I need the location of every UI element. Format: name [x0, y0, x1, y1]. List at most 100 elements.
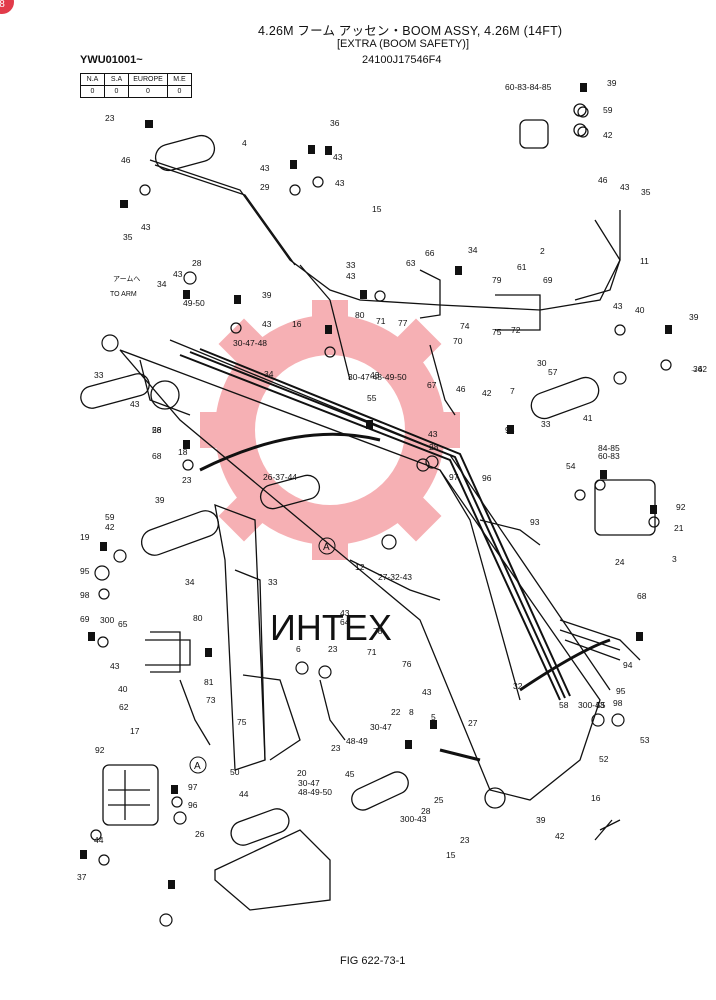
- part-callout-label: 24: [615, 557, 625, 567]
- part-callout-label: 46: [456, 384, 466, 394]
- part-callout-label: 36: [693, 364, 703, 374]
- part-callout-label: 97: [449, 472, 459, 482]
- part-callout-label: 23: [328, 644, 338, 654]
- diagram-subtitle: [EXTRA (BOOM SAFETY)]: [337, 38, 470, 50]
- part-callout-label: 34: [264, 369, 274, 379]
- part-callout-label: 66: [425, 248, 435, 258]
- part-callout-label: 68: [637, 591, 647, 601]
- part-callout-label: 94: [623, 660, 633, 670]
- part-callout-label: 28: [429, 442, 439, 452]
- part-callout-label: 19: [80, 532, 90, 542]
- part-callout-label: 32: [513, 681, 523, 691]
- part-callout-label: 50: [230, 767, 240, 777]
- part-callout-label: 28: [192, 258, 202, 268]
- to-arm-label: TO ARM: [110, 291, 137, 298]
- part-callout-label: 49-50: [183, 298, 205, 308]
- part-callout-label: 30-47-48: [233, 338, 267, 348]
- part-callout-label: 98: [613, 698, 623, 708]
- part-callout-label: 41: [583, 413, 593, 423]
- part-callout-label: 97: [188, 782, 198, 792]
- part-callout-label: 60-83: [598, 451, 620, 461]
- part-callout-label: 80: [355, 310, 365, 320]
- part-callout-label: 300-43: [578, 700, 605, 710]
- part-callout-label: 23: [105, 113, 115, 123]
- part-callout-label: 63: [406, 258, 416, 268]
- part-callout-label: 92: [95, 745, 105, 755]
- part-callout-label: 27-32-43: [378, 572, 412, 582]
- part-callout-label: 96: [482, 473, 492, 483]
- part-callout-label: 46: [121, 155, 131, 165]
- part-callout-label: 36: [330, 118, 340, 128]
- part-callout-label: 39: [536, 815, 546, 825]
- part-callout-label: 300-43: [400, 814, 427, 824]
- part-callout-label: 48-49: [346, 736, 368, 746]
- part-callout-label: 35: [641, 187, 651, 197]
- part-callout-label: 16: [591, 793, 601, 803]
- market-value-cell: 0: [80, 85, 105, 98]
- part-callout-label: 71: [376, 316, 386, 326]
- to-arm-label-jp: アームへ: [113, 275, 140, 283]
- part-callout-label: 23: [331, 743, 341, 753]
- part-callout-label: 6: [296, 644, 301, 654]
- part-callout-label: 34: [157, 279, 167, 289]
- part-callout-label: 3: [672, 554, 677, 564]
- part-callout-label: 33: [541, 419, 551, 429]
- part-callout-label: 59: [603, 105, 613, 115]
- part-callout-label: 30-47: [298, 778, 320, 788]
- part-callout-label: 43: [340, 608, 350, 618]
- part-callout-label: 16: [292, 319, 302, 329]
- part-callout-label: 43: [110, 661, 120, 671]
- part-callout-label: 68: [152, 451, 162, 461]
- part-callout-label: 98: [80, 590, 90, 600]
- part-callout-label: 64: [340, 617, 350, 627]
- part-callout-label: 43: [333, 152, 343, 162]
- part-callout-label: 2: [540, 246, 545, 256]
- part-callout-label: 79: [492, 275, 502, 285]
- part-callout-label: 92: [676, 502, 686, 512]
- part-callout-label: 52: [599, 754, 609, 764]
- part-callout-label: 27: [468, 718, 478, 728]
- part-callout-label: 25: [434, 795, 444, 805]
- part-callout-label: 98: [505, 425, 515, 435]
- part-callout-label: 43: [346, 271, 356, 281]
- part-callout-label: 40: [118, 684, 128, 694]
- part-callout-label: 43: [613, 301, 623, 311]
- part-callout-label: 61: [517, 262, 527, 272]
- part-callout-label: 15: [446, 850, 456, 860]
- part-callout-label: 12: [355, 562, 365, 572]
- part-callout-label: 59: [105, 512, 115, 522]
- part-callout-label: 17: [130, 726, 140, 736]
- figure-id: FIG 622-73-1: [340, 955, 406, 967]
- part-callout-label: 55: [596, 700, 606, 710]
- part-callout-label: 28: [421, 806, 431, 816]
- part-callout-label: 43: [335, 178, 345, 188]
- part-callout-label: 30-47: [370, 722, 392, 732]
- part-callout-label: 20: [297, 768, 307, 778]
- part-callout-label: 18: [178, 447, 188, 457]
- part-callout-label: 42: [482, 388, 492, 398]
- part-callout-label: 43: [260, 163, 270, 173]
- part-callout-label: 42: [555, 831, 565, 841]
- part-callout-label: 7: [510, 386, 515, 396]
- part-callout-label: 11: [640, 256, 649, 266]
- part-callout-label: 26-37-44: [263, 472, 297, 482]
- part-callout-label: 44: [94, 835, 104, 845]
- part-callout-label: 22: [391, 707, 401, 717]
- part-callout-label: 57: [548, 367, 558, 377]
- callout-arrow-42: →42: [690, 365, 707, 374]
- detail-a-marker: [318, 537, 336, 555]
- part-callout-label: 43: [620, 182, 630, 192]
- part-callout-label: 55: [367, 393, 377, 403]
- part-callout-label: 43: [141, 222, 151, 232]
- part-number: 24100J17546F4: [362, 54, 442, 66]
- part-callout-label: 71: [367, 647, 377, 657]
- serial-range: YWU01001~: [80, 54, 143, 66]
- part-callout-label: 78: [373, 626, 383, 636]
- part-callout-label: 46: [598, 175, 608, 185]
- market-value-cell: 0: [104, 85, 129, 98]
- part-callout-label: 33: [268, 577, 278, 587]
- part-callout-label: 72: [511, 325, 521, 335]
- part-callout-label: 54: [566, 461, 576, 471]
